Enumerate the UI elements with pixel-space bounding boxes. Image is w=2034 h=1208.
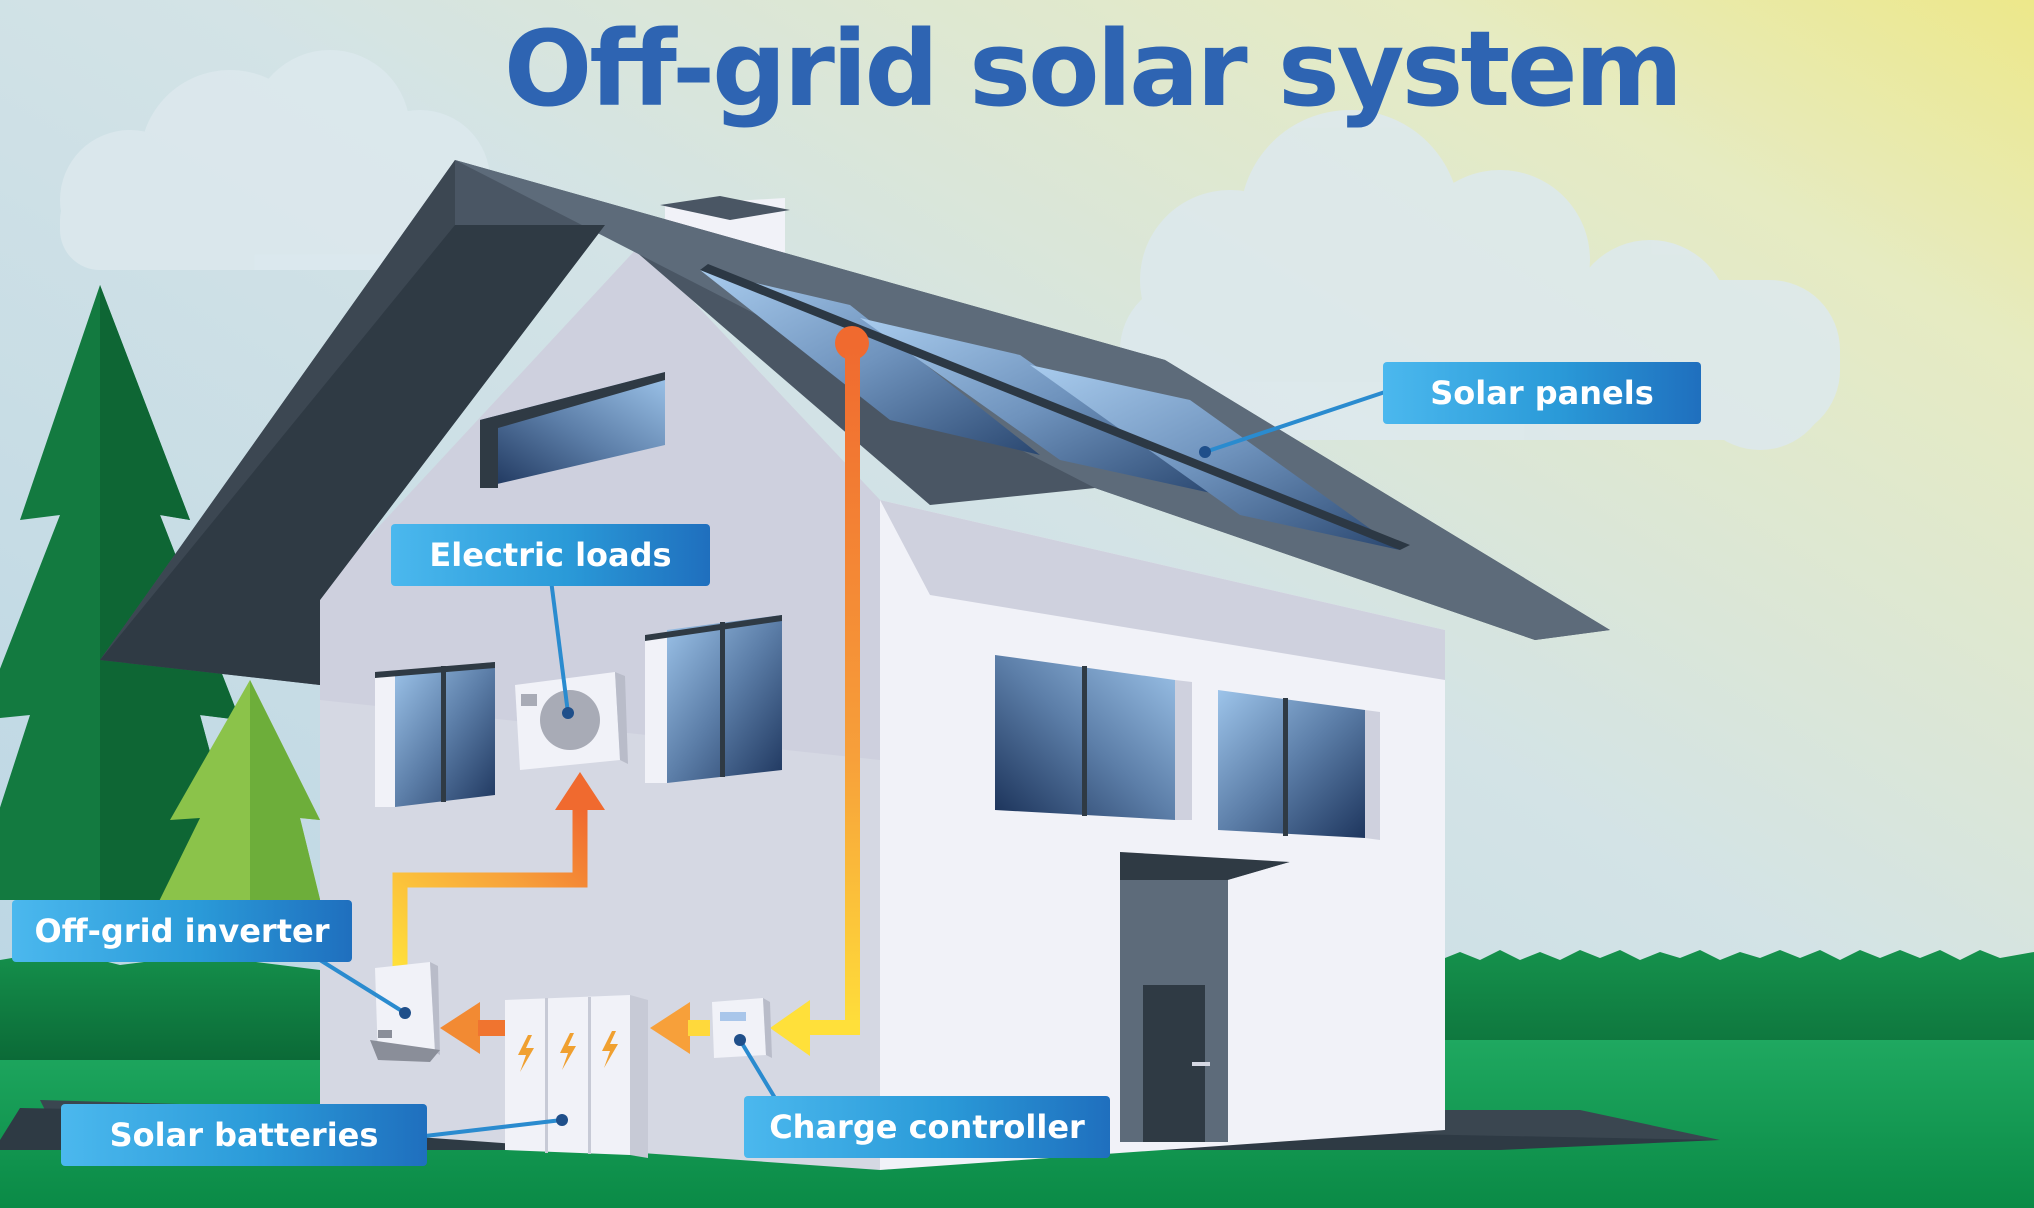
page-title: Off-grid solar system bbox=[503, 8, 1683, 130]
label-off-grid-inverter: Off-grid inverter bbox=[12, 900, 352, 962]
label-solar-batteries: Solar batteries bbox=[61, 1104, 427, 1166]
leader-lines bbox=[318, 390, 1386, 1138]
solar-panels bbox=[700, 264, 1410, 550]
charge-controller-icon bbox=[712, 998, 772, 1058]
energy-flow bbox=[392, 326, 869, 1056]
label-electric-loads: Electric loads bbox=[391, 524, 710, 586]
ac-unit-icon bbox=[515, 672, 628, 770]
leader-dots bbox=[399, 446, 1211, 1126]
right-windows bbox=[995, 655, 1380, 840]
label-charge-controller: Charge controller bbox=[744, 1096, 1110, 1158]
left-windows bbox=[375, 615, 782, 807]
battery-icons bbox=[505, 995, 648, 1158]
label-solar-panels: Solar panels bbox=[1383, 362, 1701, 424]
attic-window bbox=[480, 372, 665, 488]
clouds bbox=[60, 50, 1840, 450]
front-door bbox=[1120, 852, 1290, 1142]
